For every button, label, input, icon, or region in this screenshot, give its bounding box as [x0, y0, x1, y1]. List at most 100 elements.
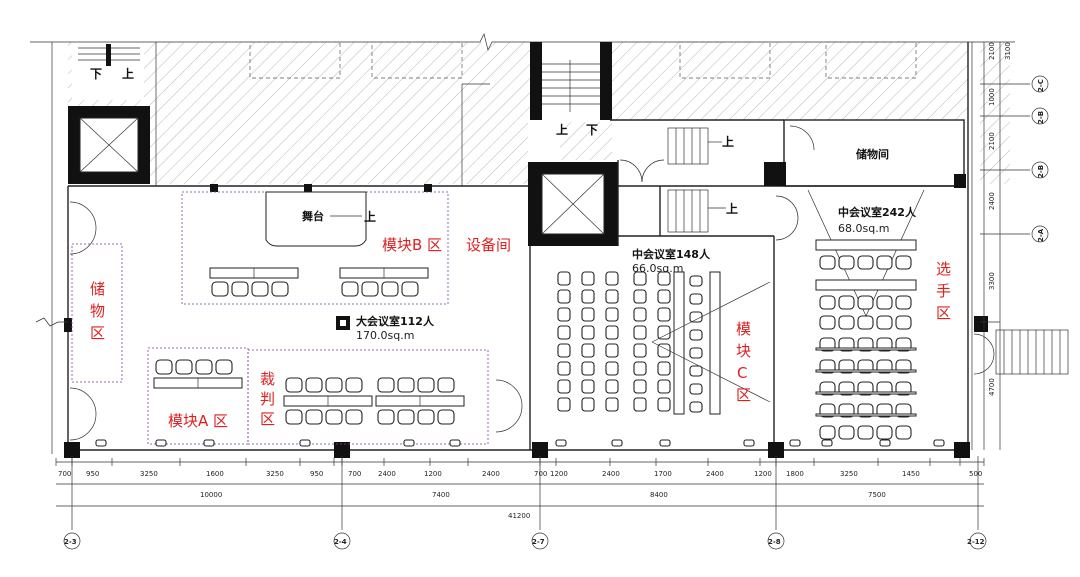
seat [838, 425, 855, 440]
module-c-char-3: C [737, 364, 747, 382]
elevator-middle [528, 162, 618, 246]
dim-right-5: 2400 [988, 192, 996, 210]
walls [67, 42, 973, 451]
dim-segment: 500 [969, 470, 982, 478]
dim-right-1: 2100 [988, 42, 996, 60]
seat [633, 325, 647, 340]
storage-room: 储物间 [783, 119, 965, 187]
seat [689, 347, 703, 359]
dim-segment: 700 [348, 470, 361, 478]
mid-room-1-seating [557, 271, 703, 413]
axis-bottom-1: 2-3 [64, 538, 77, 546]
dim-segment: 2400 [706, 470, 724, 478]
module-b-seating-left [209, 267, 299, 297]
seat [657, 343, 671, 358]
dim-segment: 2400 [482, 470, 500, 478]
seat [857, 255, 874, 270]
axis-bottom-3: 2-7 [532, 538, 545, 546]
seat [657, 361, 671, 376]
edge-fixture [95, 439, 107, 447]
stage-label: 舞台 [302, 209, 324, 223]
dim-segment: 950 [310, 470, 323, 478]
edge-fixture [743, 439, 755, 447]
stage-up-label: 上 [364, 209, 376, 224]
seat [689, 293, 703, 305]
seat [838, 255, 855, 270]
referee-char-1: 裁 [260, 370, 275, 388]
storage-zone-left: 储 物 区 [71, 243, 123, 383]
edge-fixture [659, 439, 671, 447]
seat [689, 329, 703, 341]
seat [657, 325, 671, 340]
seat [689, 365, 703, 377]
left-break-mark [35, 42, 68, 454]
mid-room-2-name: 中会议室242人 [838, 205, 917, 219]
mid-room-1-name: 中会议室148人 [632, 247, 711, 261]
seat [581, 271, 595, 286]
axis-bottom-5: 2-12 [967, 538, 985, 546]
mid-room-1-area: 66.0sq.m [632, 262, 683, 275]
seat [581, 325, 595, 340]
storage-zone-char-1: 储 [90, 280, 105, 298]
referee-char-2: 判 [260, 390, 275, 408]
seat [819, 425, 836, 440]
desk-line [815, 347, 917, 351]
stair-lower-up-label: 上 [726, 201, 738, 216]
top-break-line [30, 32, 1015, 52]
desk-line [815, 391, 917, 395]
dim-right-7: 4700 [988, 378, 996, 396]
seat [689, 383, 703, 395]
storage-zone-char-2: 物 [90, 302, 105, 320]
storage-room-label: 储物间 [856, 147, 889, 161]
dim-group-3: 8400 [650, 491, 668, 499]
dim-segment: 1450 [902, 470, 920, 478]
player-zone-char-1: 选 [936, 260, 951, 278]
dim-segment: 3250 [140, 470, 158, 478]
structural-columns [64, 162, 988, 458]
dim-segment: 1200 [754, 470, 772, 478]
dim-segment: 2400 [378, 470, 396, 478]
seat [557, 379, 571, 394]
dim-segment: 1200 [550, 470, 568, 478]
seat [657, 307, 671, 322]
seat [657, 289, 671, 304]
dim-segment: 3250 [266, 470, 284, 478]
seat [657, 271, 671, 286]
bottom-axis-markers: 2-3 2-4 2-7 2-8 2-12 [63, 532, 987, 550]
seat [819, 255, 836, 270]
axis-right-4: 2-A [1037, 228, 1045, 242]
seat [633, 289, 647, 304]
right-axis-markers: 2-C 2-B 2-B 2-A [1031, 75, 1049, 243]
dimension-ticks [55, 458, 985, 466]
middle-room-2: 中会议室242人 68.0sq.m 选 手 区 [807, 189, 951, 440]
stair-upper-up-label: 上 [722, 134, 734, 149]
seat [895, 425, 912, 440]
left-doors [69, 159, 799, 441]
dim-segment: 1800 [786, 470, 804, 478]
storage-zone-char-3: 区 [90, 324, 105, 342]
seat [689, 275, 703, 287]
middle-room-1: 中会议室148人 66.0sq.m 模 块 C 区 [557, 247, 771, 415]
seat [819, 295, 836, 310]
seat [838, 295, 855, 310]
edge-fixture [555, 439, 567, 447]
module-c-char-1: 模 [736, 320, 751, 338]
seat [657, 379, 671, 394]
edge-fixture [879, 439, 891, 447]
seat [581, 397, 595, 412]
seat [633, 271, 647, 286]
seat [633, 379, 647, 394]
seat [819, 315, 836, 330]
stair-middle-up-label: 上 [556, 122, 568, 137]
seat [876, 255, 893, 270]
referee-char-3: 区 [260, 410, 275, 428]
axis-bottom-4: 2-8 [768, 538, 781, 546]
referee-seating [283, 377, 465, 425]
seat [557, 361, 571, 376]
upper-dashed-boxes [249, 41, 917, 79]
mid-room-2-area: 68.0sq.m [838, 222, 889, 235]
module-b-label: 模块B 区 [382, 236, 442, 254]
